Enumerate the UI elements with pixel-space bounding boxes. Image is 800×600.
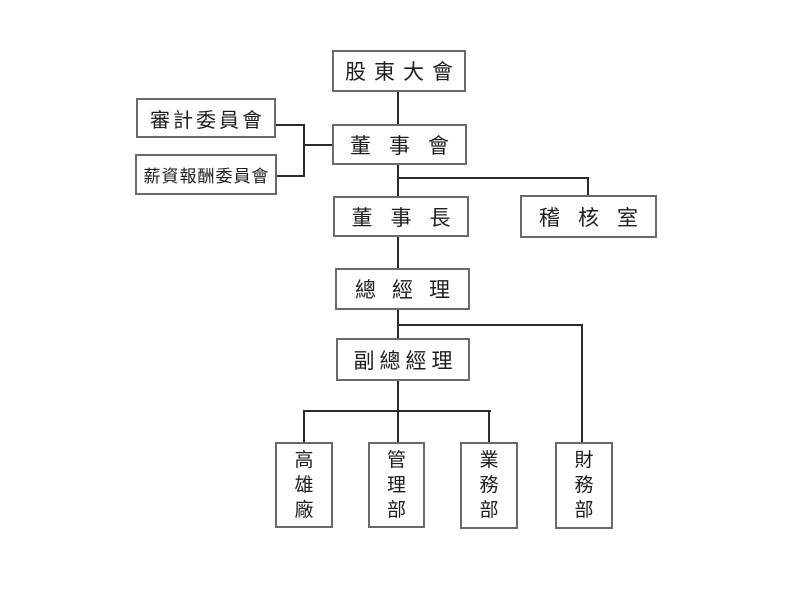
org-node-label: 高雄廠 [294, 449, 314, 521]
org-node-label: 管理部 [386, 449, 406, 521]
org-node-label: 董事會 [350, 133, 467, 158]
org-node-general-manager: 總經理 [335, 268, 470, 310]
org-node-label: 業務部 [479, 450, 499, 521]
org-node-label: 審計委員會 [150, 109, 265, 132]
org-node-management-dept: 管理部 [368, 442, 425, 528]
connector-line [397, 237, 399, 269]
connector-line [276, 124, 305, 126]
connector-line [397, 177, 589, 179]
org-node-compensation-committee: 薪資報酬委員會 [135, 154, 277, 195]
org-node-label: 股東大會 [345, 60, 461, 84]
connector-line [277, 175, 305, 177]
org-node-audit-committee: 審計委員會 [136, 98, 276, 138]
connector-line [303, 410, 491, 412]
org-node-sales-dept: 業務部 [460, 442, 518, 529]
org-node-label: 薪資報酬委員會 [143, 167, 270, 186]
org-node-label: 副總經理 [353, 348, 458, 373]
org-node-label: 財務部 [574, 450, 594, 521]
org-node-board-of-directors: 董事會 [332, 124, 467, 165]
connector-line [397, 92, 399, 125]
connector-line [488, 410, 490, 443]
connector-line [581, 324, 583, 442]
connector-line [587, 177, 589, 196]
org-node-label: 稽核室 [539, 205, 656, 230]
connector-line [303, 144, 332, 146]
org-node-deputy-general-manager: 副總經理 [336, 338, 470, 381]
org-node-chairman: 董事長 [333, 196, 469, 237]
connector-line [397, 324, 583, 326]
org-node-label: 董事長 [351, 205, 469, 230]
org-node-label: 總經理 [355, 278, 466, 302]
org-node-kaohsiung-plant: 高雄廠 [275, 442, 333, 528]
connector-line [303, 410, 305, 443]
org-node-shareholders-meeting: 股東大會 [332, 50, 466, 92]
org-node-audit-office: 稽核室 [520, 195, 657, 238]
connector-line [397, 381, 399, 443]
connector-line [397, 165, 399, 197]
connector-line [303, 124, 305, 177]
org-node-finance-dept: 財務部 [555, 442, 613, 529]
